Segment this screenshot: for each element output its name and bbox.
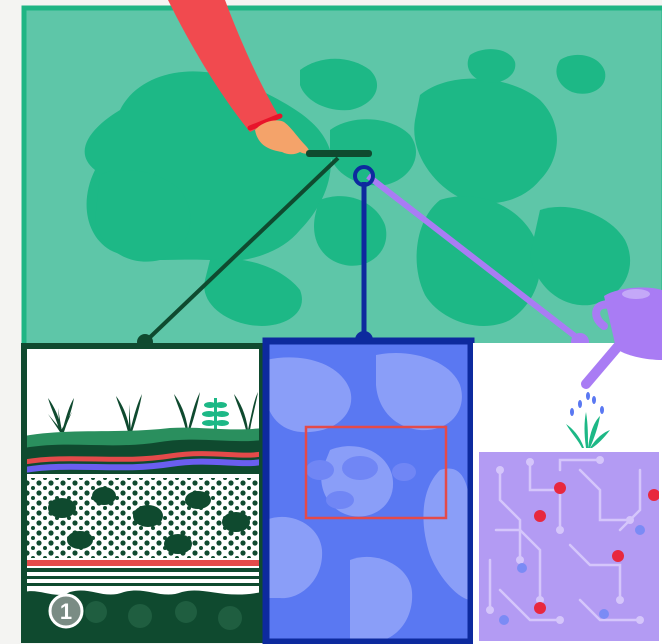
soil-panel: 1 xyxy=(24,346,262,640)
satellite-panel xyxy=(266,341,471,642)
selection-bar xyxy=(306,150,372,157)
map-panel xyxy=(24,8,662,346)
panel-number: 1 xyxy=(60,599,72,624)
bedrock-stripes xyxy=(24,568,262,586)
bedrock-red xyxy=(24,560,262,566)
plant-panel xyxy=(476,346,662,644)
panel-number-badge: 1 xyxy=(50,595,82,627)
